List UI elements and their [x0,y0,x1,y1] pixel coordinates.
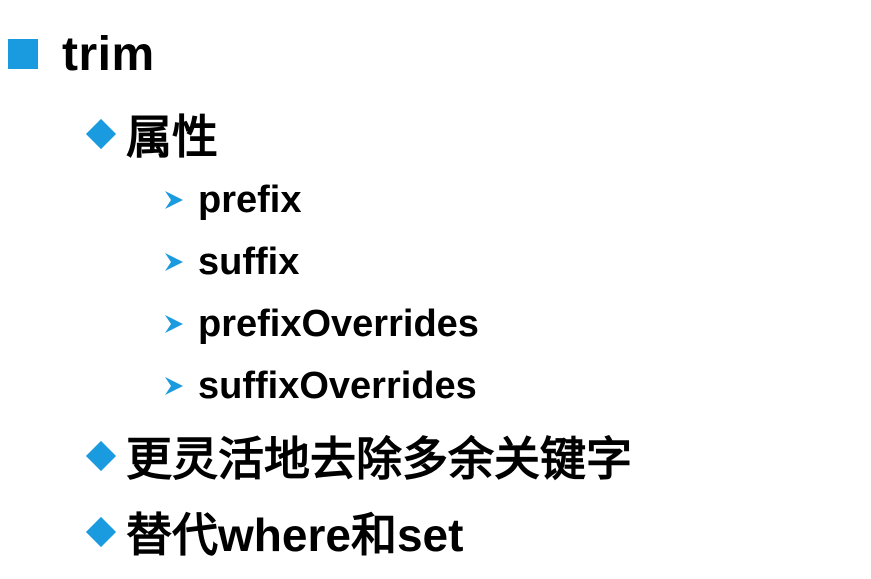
slide-title: trim [62,27,155,81]
diamond-bullet-icon [85,440,117,472]
list-item-label: suffixOverrides [198,364,477,407]
list-item-label: prefix [198,178,302,221]
section-replace-where-set: 替代where和set [85,500,464,564]
diamond-bullet-icon [85,118,117,150]
list-item: prefix [162,176,301,224]
section-attributes: 属性 [85,102,218,166]
square-bullet-icon [8,39,38,69]
list-item-label: prefixOverrides [198,302,479,345]
section-label: 属性 [126,111,218,163]
list-item: suffixOverrides [162,362,477,410]
arrowhead-bullet-icon [162,312,186,336]
list-item: prefixOverrides [162,300,479,348]
heading-trim: trim [8,22,155,86]
arrowhead-bullet-icon [162,374,186,398]
section-label: 替代where和set [126,509,464,561]
arrowhead-bullet-icon [162,188,186,212]
section-label: 更灵活地去除多余关键字 [126,433,632,485]
arrowhead-bullet-icon [162,250,186,274]
list-item-label: suffix [198,240,300,283]
section-flexible-removal: 更灵活地去除多余关键字 [85,424,632,488]
list-item: suffix [162,238,299,286]
diamond-bullet-icon [85,516,117,548]
